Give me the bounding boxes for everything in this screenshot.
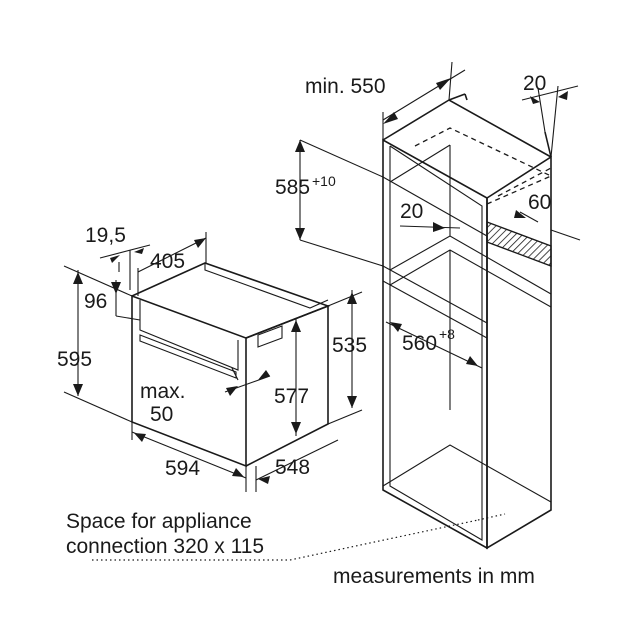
dim-585: 585 [275, 176, 310, 199]
dim-577: 577 [274, 385, 309, 408]
dim-594: 594 [165, 457, 200, 480]
cabinet-drawing [382, 93, 581, 550]
dim-535: 535 [332, 334, 367, 357]
oven-drawing [131, 262, 331, 468]
dimension-labels: min. 550 20 585 +10 20 60 560 +8 19,5 40… [57, 72, 551, 480]
dim-20-inner: 20 [400, 200, 423, 223]
connection-note-line1: Space for appliance [66, 510, 252, 533]
connection-note-line2: connection 320 x 115 [66, 535, 264, 558]
notes: Space for appliance connection 320 x 115… [66, 510, 535, 588]
dim-560-tolerance: +8 [439, 326, 455, 342]
dim-20-top: 20 [523, 72, 546, 95]
dim-19-5: 19,5 [85, 224, 126, 247]
dimension-lines [63, 61, 579, 561]
connection-box-icon [257, 325, 283, 348]
oven-handle [139, 334, 237, 379]
ventilation-cutout [486, 221, 552, 267]
dim-585-tolerance: +10 [312, 173, 336, 189]
dim-560: 560 [402, 332, 437, 355]
dim-min-550: min. 550 [305, 75, 386, 98]
dim-548: 548 [275, 456, 310, 479]
dim-405: 405 [150, 250, 185, 273]
dim-max-label: max. [140, 380, 186, 403]
dim-60: 60 [528, 191, 551, 214]
dim-96: 96 [84, 290, 107, 313]
dim-max-value: 50 [150, 403, 173, 426]
dim-595: 595 [57, 348, 92, 371]
units-note: measurements in mm [333, 565, 535, 588]
